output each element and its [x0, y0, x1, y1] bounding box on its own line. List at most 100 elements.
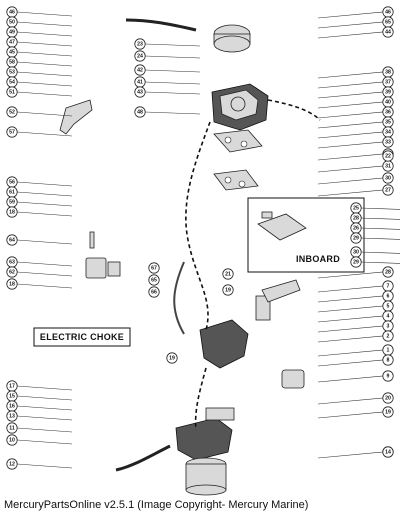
callout-17: 17	[6, 380, 18, 392]
leader-line	[360, 261, 400, 264]
svg-text:30: 30	[385, 175, 391, 181]
callout-49: 49	[6, 26, 18, 38]
leader-line	[317, 121, 384, 129]
callout-65: 65	[382, 16, 394, 28]
leader-line	[16, 201, 73, 207]
callout-25: 25	[350, 202, 362, 214]
svg-text:20: 20	[385, 395, 391, 401]
callout-4: 4	[382, 310, 394, 322]
leader-line	[317, 31, 384, 39]
leader-line	[317, 295, 384, 303]
svg-text:54: 54	[9, 79, 15, 85]
leader-line	[144, 111, 201, 115]
carburetor-body	[211, 83, 269, 131]
leader-line	[16, 395, 73, 401]
leader-line	[317, 189, 384, 197]
callout-3: 3	[382, 320, 394, 332]
choke-cable	[173, 261, 185, 335]
callout-18: 18	[6, 278, 18, 290]
svg-text:18: 18	[9, 209, 15, 215]
callout-30: 30	[382, 172, 394, 184]
callout-28: 28	[382, 266, 394, 278]
leader-line	[16, 81, 73, 87]
svg-text:7: 7	[387, 283, 390, 289]
gaskets	[213, 129, 263, 191]
leader-line	[317, 349, 384, 357]
leader-line	[16, 91, 73, 97]
svg-text:51: 51	[9, 89, 15, 95]
callout-57: 57	[6, 126, 18, 138]
callout-10: 10	[6, 434, 18, 446]
callout-1: 1	[382, 344, 394, 356]
callout-67: 67	[148, 262, 160, 274]
callout-34: 34	[382, 126, 394, 138]
svg-text:5: 5	[387, 303, 390, 309]
leader-line	[317, 451, 384, 459]
svg-text:58: 58	[9, 59, 15, 65]
svg-text:62: 62	[9, 269, 15, 275]
svg-text:59: 59	[9, 199, 15, 205]
callout-15: 15	[6, 390, 18, 402]
svg-text:13: 13	[9, 413, 15, 419]
callout-63: 63	[6, 256, 18, 268]
svg-text:61: 61	[9, 189, 15, 195]
fuel-line-top	[125, 18, 197, 32]
leader-line	[16, 427, 73, 433]
svg-text:45: 45	[9, 49, 15, 55]
svg-text:22: 22	[385, 153, 391, 159]
svg-text:42: 42	[137, 67, 143, 73]
callout-62: 62	[6, 266, 18, 278]
svg-text:47: 47	[9, 39, 15, 45]
callout-59: 59	[6, 196, 18, 208]
svg-text:65: 65	[151, 277, 157, 283]
leader-line	[360, 227, 400, 230]
svg-text:18: 18	[9, 281, 15, 287]
leader-line	[16, 191, 73, 197]
leader-line	[16, 463, 73, 469]
leader-line	[144, 91, 201, 95]
inboard-label: INBOARD	[296, 254, 340, 264]
svg-text:2: 2	[387, 333, 390, 339]
leader-line	[16, 181, 73, 187]
svg-text:19: 19	[169, 355, 175, 361]
callout-21: 21	[222, 268, 234, 280]
callout-43: 43	[134, 86, 146, 98]
svg-text:33: 33	[385, 139, 391, 145]
callout-54: 54	[6, 76, 18, 88]
svg-text:14: 14	[385, 449, 391, 455]
svg-text:67: 67	[151, 265, 157, 271]
svg-text:3: 3	[387, 323, 390, 329]
leader-line	[317, 11, 384, 19]
leader-line	[16, 415, 73, 421]
fuel-filter-lower	[115, 407, 235, 496]
svg-text:37: 37	[385, 79, 391, 85]
callout-28: 28	[350, 212, 362, 224]
leader-line	[144, 43, 201, 47]
leader-line	[317, 153, 384, 161]
svg-text:4: 4	[387, 313, 390, 319]
leader-line	[317, 335, 384, 343]
callout-20: 20	[382, 392, 394, 404]
callout-36: 36	[382, 106, 394, 118]
callout-6: 6	[382, 290, 394, 302]
leader-line	[16, 51, 73, 57]
svg-text:27: 27	[385, 187, 391, 193]
leader-line	[16, 239, 73, 245]
leader-lines	[16, 11, 400, 469]
callout-46: 46	[382, 6, 394, 18]
leader-line	[317, 325, 384, 333]
svg-text:63: 63	[9, 259, 15, 265]
svg-text:65: 65	[385, 19, 391, 25]
leader-line	[317, 81, 384, 89]
svg-text:21: 21	[225, 271, 231, 277]
svg-text:29: 29	[353, 235, 359, 241]
svg-text:30: 30	[353, 249, 359, 255]
callout-11: 11	[6, 422, 18, 434]
svg-text:1: 1	[387, 347, 390, 353]
callout-50: 50	[6, 16, 18, 28]
callout-51: 51	[6, 86, 18, 98]
callout-30: 30	[350, 246, 362, 258]
callout-29: 29	[350, 256, 362, 268]
svg-text:17: 17	[9, 383, 15, 389]
